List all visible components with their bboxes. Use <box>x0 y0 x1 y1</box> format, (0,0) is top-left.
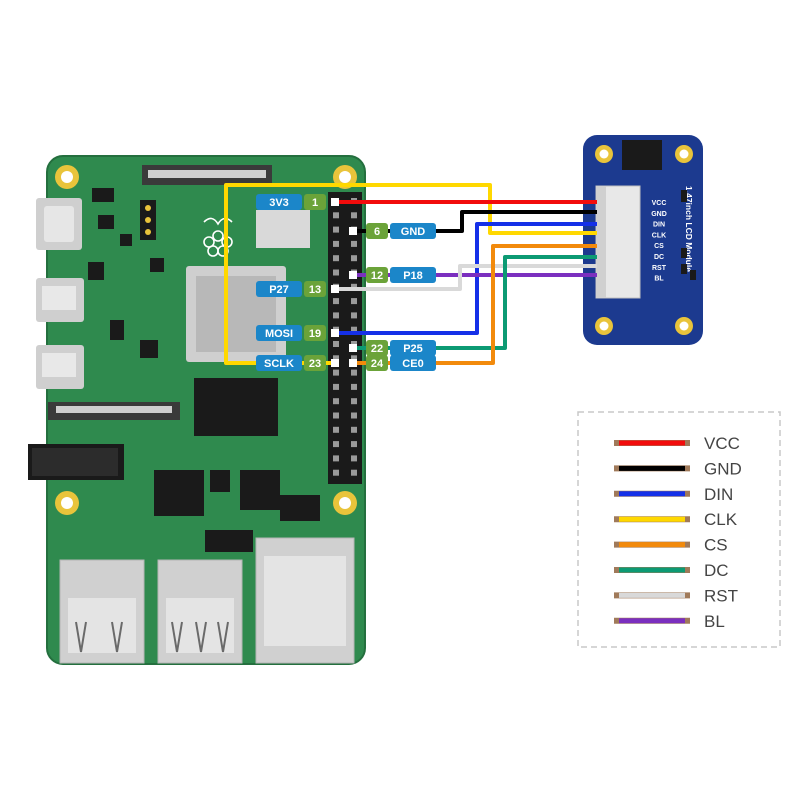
gpio-pin <box>333 226 339 233</box>
pin-name-cs: CE0 <box>402 358 423 370</box>
gpio-pin <box>351 355 357 362</box>
gpio-pin <box>351 326 357 333</box>
lcd-mount-hole-bl <box>595 317 613 335</box>
lcd-driver-chip <box>622 140 662 170</box>
gpio-pin <box>333 369 339 376</box>
gpio-pin <box>351 240 357 247</box>
pin-num-bl: 12 <box>371 270 383 282</box>
gpio-pin <box>351 369 357 376</box>
lcd-mount-hole-br <box>675 317 693 335</box>
lcd-pin-clk: CLK <box>652 232 666 239</box>
gpio-pin <box>351 298 357 305</box>
legend-label-clk: CLK <box>704 510 738 529</box>
gpio-pin <box>351 283 357 290</box>
pin-name-gnd: GND <box>401 226 426 238</box>
legend-label-bl: BL <box>704 612 725 631</box>
raspberry-pi-board <box>28 155 366 665</box>
wire-clk <box>224 183 597 365</box>
gpio-pin <box>333 426 339 433</box>
gpio-pin <box>333 455 339 462</box>
pin-label-clk: SCLK 23 <box>256 355 326 371</box>
pin-num-cs: 24 <box>371 358 384 370</box>
gpio-pin <box>351 255 357 262</box>
gpio-header <box>328 192 362 484</box>
pin-label-cs: 24 CE0 <box>366 355 436 371</box>
gpio-pin <box>333 240 339 247</box>
pin-label-bl: 12 P18 <box>366 267 436 283</box>
gpio-pin <box>333 412 339 419</box>
lcd-module: VCC GND DIN CLK CS DC RST BL 1.47inch LCD Modul… <box>583 135 703 345</box>
lcd-pin-labels: VCC GND DIN CLK CS DC RST BL <box>651 200 667 283</box>
pin-num-din: 19 <box>309 328 321 340</box>
gpio-pin <box>333 341 339 347</box>
wire-din <box>336 222 597 335</box>
lcd-pin-vcc: VCC <box>652 200 667 207</box>
lcd-pin-cs: CS <box>654 243 664 250</box>
pin-label-vcc: 3V3 1 <box>256 194 326 210</box>
gpio-pin <box>333 212 339 219</box>
lcd-module-title: 1.47inch LCD Module <box>684 186 694 272</box>
gpio-pin <box>333 383 339 390</box>
legend-label-dc: DC <box>704 561 729 580</box>
pin-label-din: MOSI 19 <box>256 325 326 341</box>
pin-num-vcc: 1 <box>312 197 318 209</box>
pin-name-dc: P25 <box>403 343 423 355</box>
gpio-pin <box>351 426 357 433</box>
gpio-pin <box>333 441 339 448</box>
gpio-pin <box>351 469 357 476</box>
pin-label-dc: 22 P25 <box>366 340 436 356</box>
legend-items: VCC GND DIN CLK CS DC RST BL <box>614 434 742 631</box>
usb-port-1 <box>59 559 145 664</box>
ram-chip <box>194 378 278 436</box>
wire-rst <box>336 264 597 291</box>
mounting-hole-bottom-left <box>55 491 79 515</box>
pin-name-vcc: 3V3 <box>269 197 289 209</box>
legend-label-vcc: VCC <box>704 434 740 453</box>
pin-label-rst: P27 13 <box>256 281 326 297</box>
gpio-pin <box>351 441 357 448</box>
legend: VCC GND DIN CLK CS DC RST BL <box>577 411 781 648</box>
gpio-pin <box>351 212 357 219</box>
lcd-pin-din: DIN <box>653 222 665 229</box>
gpio-pin <box>333 469 339 476</box>
pin-name-clk: SCLK <box>264 358 294 370</box>
pin-name-bl: P18 <box>403 270 423 282</box>
gpio-pin <box>333 355 339 362</box>
lcd-pin-gnd: GND <box>651 211 667 218</box>
gpio-pin <box>351 312 357 319</box>
gpio-pin <box>351 398 357 405</box>
wire-end-dots <box>331 198 357 367</box>
pin-name-rst: P27 <box>269 284 289 296</box>
mounting-hole-top-left <box>55 165 79 189</box>
legend-box <box>577 411 781 648</box>
pin-num-gnd: 6 <box>374 226 380 238</box>
gpio-pin <box>333 312 339 319</box>
gpio-pin <box>351 412 357 419</box>
gpio-pin <box>333 298 339 305</box>
gpio-pin <box>333 398 339 405</box>
legend-label-rst: RST <box>704 586 738 605</box>
legend-label-gnd: GND <box>704 459 742 478</box>
lcd-pin-bl: BL <box>654 276 664 283</box>
mounting-hole-bottom-right <box>333 491 357 515</box>
legend-label-din: DIN <box>704 485 733 504</box>
gpio-pin <box>351 383 357 390</box>
lcd-pin-rst: RST <box>652 265 667 272</box>
pin-name-din: MOSI <box>265 328 293 340</box>
lcd-pin-dc: DC <box>654 254 664 261</box>
lcd-mount-hole-tl <box>595 145 613 163</box>
gpio-pin <box>351 455 357 462</box>
pin-num-rst: 13 <box>309 284 321 296</box>
gpio-pin <box>333 269 339 276</box>
pin-num-dc: 22 <box>371 343 383 355</box>
pin-num-clk: 23 <box>309 358 321 370</box>
lcd-mount-hole-tr <box>675 145 693 163</box>
gpio-pin <box>333 255 339 262</box>
ethernet-port <box>255 537 355 664</box>
legend-label-cs: CS <box>704 536 728 555</box>
pin-label-gnd: 6 GND <box>366 223 436 239</box>
wireless-module <box>256 210 310 248</box>
